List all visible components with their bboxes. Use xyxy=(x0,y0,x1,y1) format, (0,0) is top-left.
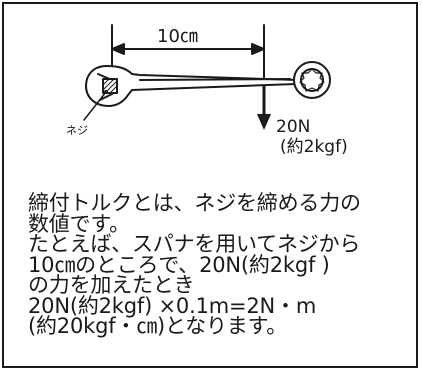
explanation-line: の力を加えたとき xyxy=(28,273,195,297)
explanation-text: 締付トルクとは、ネジを締める力の 数値です。 たとえば、スパナを用いてネジから … xyxy=(28,193,413,337)
wrench-icon xyxy=(85,61,331,107)
explanation-line: 10㎝のところで、20N(約2kgf ) xyxy=(28,252,330,277)
dimension-arrow-left xyxy=(111,43,125,55)
screw-leader-line xyxy=(83,91,107,121)
explanation-line: 数値です。 xyxy=(28,211,130,236)
force-label: 20N xyxy=(276,117,311,137)
dimension-label: 10㎝ xyxy=(157,26,198,47)
screw-label: ネジ xyxy=(66,124,88,137)
explanation-line: 20N(約2kgf) ×0.1m=2N・m xyxy=(28,293,317,318)
explanation-line: たとえば、スパナを用いてネジから xyxy=(28,232,361,256)
dimension-arrow-right xyxy=(251,43,265,55)
explanation-line: 締付トルクとは、ネジを締める力の xyxy=(28,191,361,215)
explanation-line: (約20kgf・㎝)となります。 xyxy=(28,314,288,338)
screw-icon xyxy=(102,78,118,94)
force-sub-label: (約2kgf) xyxy=(280,137,348,157)
force-arrowhead xyxy=(257,114,271,130)
figure-frame xyxy=(2,2,418,368)
